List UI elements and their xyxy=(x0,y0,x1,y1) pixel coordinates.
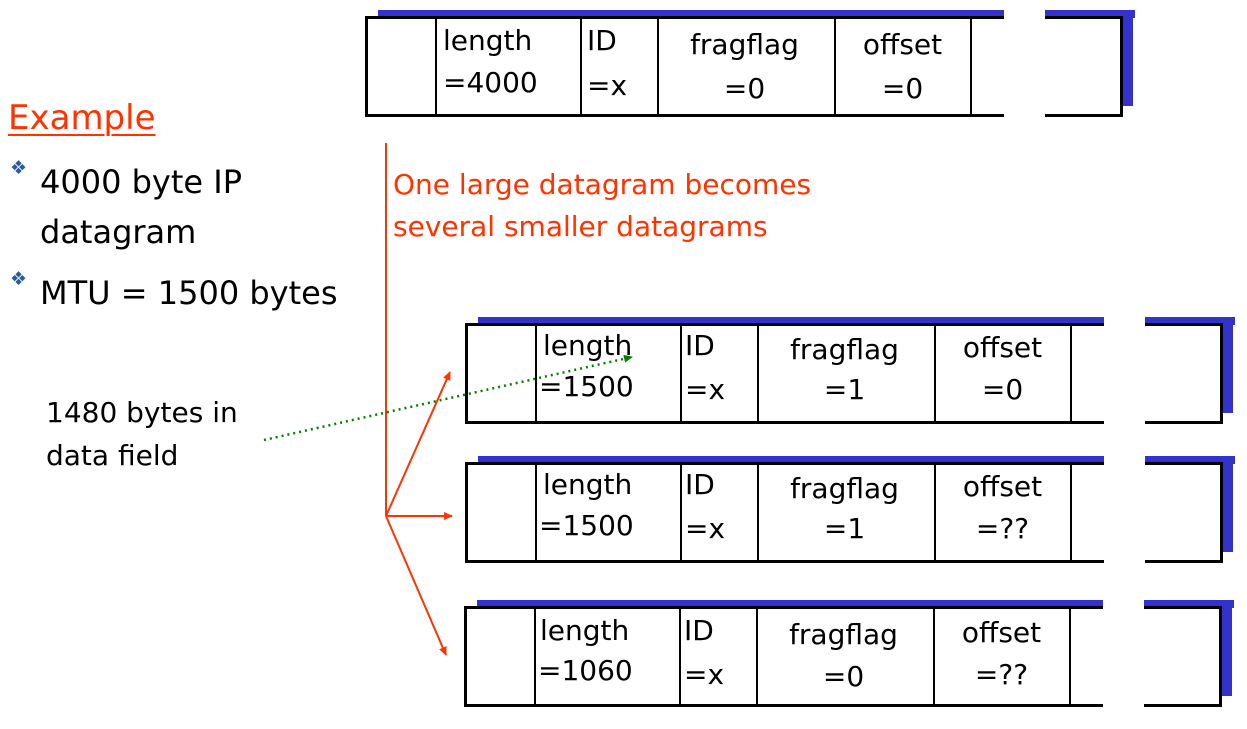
annotation-line-1: One large datagram becomes xyxy=(393,168,812,201)
bullet-2: ❖ MTU = 1500 bytes xyxy=(10,268,338,312)
offset-value: =0 xyxy=(881,72,924,105)
fragflag-label: fragflag xyxy=(790,333,899,366)
length-value: =1500 xyxy=(539,370,634,403)
fragflag-label: fragflag xyxy=(790,472,899,505)
data-field-caption: 1480 bytes in data field xyxy=(46,391,238,477)
id-value: =x xyxy=(685,373,726,406)
id-value: =x xyxy=(684,658,725,691)
offset-label: offset xyxy=(961,616,1042,649)
bullet-1: ❖ 4000 byte IP xyxy=(10,157,242,201)
fragmentation-annotation: One large datagram becomes several small… xyxy=(393,164,811,248)
fragflag-label: fragflag xyxy=(789,618,898,651)
offset-value: =?? xyxy=(974,658,1029,691)
offset-label: offset xyxy=(962,331,1043,364)
length-value: =1500 xyxy=(539,509,634,542)
length-label: length xyxy=(443,24,533,57)
bullet-1-line-1: 4000 byte IP xyxy=(40,163,242,201)
length-label: length xyxy=(540,614,630,647)
id-label: ID xyxy=(684,614,714,647)
dotted-green-arrow xyxy=(263,354,633,442)
offset-value: =0 xyxy=(981,373,1024,406)
original-datagram: length =4000 ID =x fragflag =0 offset =0 xyxy=(365,10,1135,117)
caption-line-1: 1480 bytes in xyxy=(46,396,238,429)
example-heading: Example xyxy=(8,98,156,138)
diamond-bullet-icon: ❖ xyxy=(10,268,28,290)
length-value: =1060 xyxy=(538,654,633,687)
fragment-2: length =1500 ID =x fragflag =1 offset =?… xyxy=(465,456,1235,563)
offset-value: =?? xyxy=(975,512,1030,545)
caption-line-2: data field xyxy=(46,439,179,472)
id-label: ID xyxy=(685,329,715,362)
id-label: ID xyxy=(685,468,715,501)
fragflag-value: =1 xyxy=(823,512,866,545)
arrow-to-fragment-3 xyxy=(385,515,447,656)
id-label: ID xyxy=(587,24,617,57)
length-label: length xyxy=(543,329,633,362)
offset-label: offset xyxy=(962,470,1043,503)
offset-label: offset xyxy=(862,28,943,61)
bullet-2-text: MTU = 1500 bytes xyxy=(40,274,338,312)
id-value: =x xyxy=(685,512,726,545)
fragment-1: length =1500 ID =x fragflag =1 offset =0 xyxy=(465,317,1235,424)
id-value: =x xyxy=(587,69,628,102)
arrow-to-fragment-1 xyxy=(385,371,451,517)
length-value: =4000 xyxy=(443,66,538,99)
bullet-1-line-2: datagram xyxy=(40,213,197,251)
fragflag-label: fragflag xyxy=(690,28,799,61)
annotation-line-2: several smaller datagrams xyxy=(393,210,768,243)
diamond-bullet-icon: ❖ xyxy=(10,157,28,179)
fragment-3: length =1060 ID =x fragflag =0 offset =?… xyxy=(464,600,1234,707)
length-label: length xyxy=(543,468,633,501)
fragflag-value: =0 xyxy=(822,660,865,693)
fragflag-value: =0 xyxy=(723,72,766,105)
fragflag-value: =1 xyxy=(823,373,866,406)
